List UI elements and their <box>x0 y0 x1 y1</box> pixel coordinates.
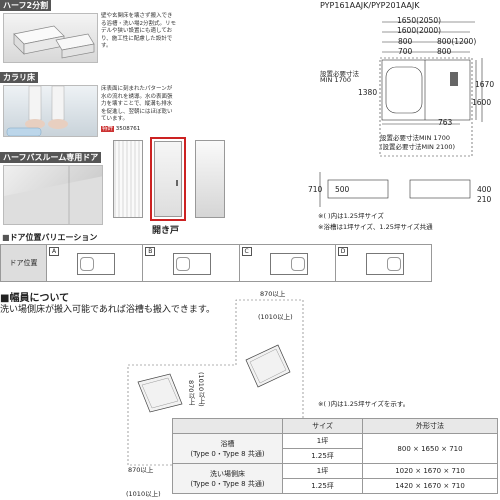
dim-800c: 800 <box>437 47 452 56</box>
door-caption: 開き戸 <box>152 226 180 236</box>
half-split-title: ハーフ2分割 <box>3 1 49 10</box>
floor-label: 洗い場側床 <box>210 469 245 478</box>
spec-table: サイズ 外形寸法 浴槽 (Type 0・Type 8 共通) 1坪 800 × … <box>172 418 498 494</box>
door-title: ハーフバスルーム専用ドア <box>3 153 99 162</box>
bathtub-sublabel: (Type 0・Type 8 共通) <box>190 449 265 458</box>
spec-header-blank <box>172 418 283 434</box>
variation-option-d: D <box>336 245 431 281</box>
model-number: PYP161AAJK/PYP201AAJK <box>320 1 420 10</box>
variation-row-label: ドア位置 <box>1 245 47 281</box>
variation-option-a: A <box>47 245 144 281</box>
dim-total-width: 1650(2050) <box>397 16 442 25</box>
req-min-label-2a: 設置必要寸法MIN 1700 <box>380 134 450 142</box>
door-image-2 <box>154 141 182 217</box>
variation-option-c-label: C <box>241 247 252 256</box>
half-split-heading: ハーフ2分割 <box>0 0 52 11</box>
dim-210: 210 <box>477 195 492 204</box>
haba-bottom-label-b: (1010以上) <box>126 490 161 498</box>
door-heading: ハーフバスルーム専用ドア <box>0 152 102 163</box>
dim-800b: 800(1200) <box>437 37 477 46</box>
variation-c-plan-icon <box>269 253 308 275</box>
dim-400: 400 <box>477 185 492 194</box>
floor-dimensions-2: 1420 × 1670 × 710 <box>362 478 498 494</box>
dim-1670: 1670 <box>475 80 495 89</box>
half-split-photo <box>3 13 98 63</box>
variation-a-plan-icon <box>77 253 115 275</box>
haba-side-label-b: (1010以上) <box>197 372 205 407</box>
variation-b-plan-icon <box>173 253 212 275</box>
feet-on-floor-illustration <box>6 86 68 136</box>
variation-option-b-label: B <box>145 247 156 256</box>
row-label-floor: 洗い場側床 (Type 0・Type 8 共通) <box>172 463 283 494</box>
bathtub-dimensions: 800 × 1650 × 710 <box>362 433 498 464</box>
variation-d-plan-icon <box>365 253 404 275</box>
dim-800a: 800 <box>398 37 413 46</box>
variation-bullet-icon: ■ <box>2 233 10 242</box>
variation-option-a-label: A <box>49 247 60 256</box>
variation-option-d-label: D <box>337 247 349 256</box>
dim-1600h: 1600 <box>472 98 492 107</box>
dim-710: 710 <box>308 185 323 194</box>
spec-table-header: サイズ 外形寸法 <box>172 418 498 434</box>
karari-heading: カラリ床 <box>0 72 38 83</box>
haba-note: ※( )内は1.25坪サイズを示す。 <box>318 400 410 408</box>
table-row: 洗い場側床 (Type 0・Type 8 共通) 1坪 1020 × 1670 … <box>172 463 498 494</box>
door-handle-icon <box>176 180 178 186</box>
spec-header-dimensions: 外形寸法 <box>362 418 498 434</box>
bathroom-photo <box>3 165 103 225</box>
table-row: 浴槽 (Type 0・Type 8 共通) 1坪 800 × 1650 × 71… <box>172 433 498 464</box>
floor-sublabel: (Type 0・Type 8 共通) <box>190 479 265 488</box>
split-bath-illustration <box>13 25 95 59</box>
dim-500: 500 <box>335 185 350 194</box>
variation-heading: ■ドア位置バリエーション <box>0 232 101 243</box>
variation-option-b: B <box>143 245 240 281</box>
req-min-label-1a: 設置必要寸法 <box>320 70 359 78</box>
plan-drawing <box>319 21 483 207</box>
floor-dimensions-1: 1020 × 1670 × 710 <box>362 463 498 479</box>
haba-top-label-a: 870以上 <box>260 290 286 298</box>
karari-title: カラリ床 <box>3 73 35 82</box>
haba-side-label-a: 870以上 <box>187 380 195 406</box>
dim-700: 700 <box>398 47 413 56</box>
haba-description: 洗い場側床が搬入可能であれば浴槽も搬入できます。 <box>0 305 216 315</box>
haba-title: ■幅員について <box>0 293 70 304</box>
bathroom-interior-illustration <box>4 166 102 224</box>
variation-title: ドア位置バリエーション <box>9 233 98 242</box>
bathtub-size-1: 1坪 <box>282 433 363 449</box>
door-image-1 <box>113 140 143 218</box>
dim-1600: 1600(2000) <box>397 26 442 35</box>
haba-bottom-label-a: 870以上 <box>128 466 154 474</box>
karari-text: 床表面に刻まれたパターンが水の流れを誘導。水の表面張力を壊すことで、縦溝も排水を… <box>101 86 173 122</box>
bathtub-size-2: 1.25坪 <box>282 448 363 464</box>
bathtub-label: 浴槽 <box>220 439 235 448</box>
half-split-text: 壁や玄関床を壊さず搬入できる浴槽・洗い場2分割式。リモデルや狭い設置にも適してお… <box>101 13 177 49</box>
size-note-2: ※浴槽は1坪サイズ、1.25坪サイズ共通 <box>318 223 433 231</box>
faucet-icon <box>450 72 458 86</box>
spec-header-size: サイズ <box>282 418 363 434</box>
dim-763: 763 <box>438 118 453 127</box>
patent-number: 3508761 <box>115 126 141 132</box>
dim-1380: 1380 <box>358 88 378 97</box>
door-image-3 <box>195 140 225 218</box>
door-variation-row: ドア位置 A B C D <box>0 244 432 282</box>
karari-photo <box>3 85 98 137</box>
variation-option-c: C <box>240 245 336 281</box>
haba-top-label-b: (1010以上) <box>258 313 293 321</box>
floor-size-1: 1坪 <box>282 463 363 479</box>
req-min-label-1b: MIN 1700 <box>320 76 351 84</box>
floor-size-2: 1.25坪 <box>282 478 363 494</box>
variation-options: A B C D <box>47 245 431 281</box>
size-note-1: ※( )内は1.25坪サイズ <box>318 212 384 220</box>
patent-line: 特許 3508761 <box>101 124 140 132</box>
patent-badge: 特許 <box>101 126 115 132</box>
req-min-label-2b: (設置必要寸法MIN 2100) <box>380 143 456 151</box>
table-row: 1.25坪 1420 × 1670 × 710 <box>173 478 498 494</box>
row-label-bathtub: 浴槽 (Type 0・Type 8 共通) <box>172 433 283 464</box>
door-image-2-highlight <box>150 137 186 221</box>
